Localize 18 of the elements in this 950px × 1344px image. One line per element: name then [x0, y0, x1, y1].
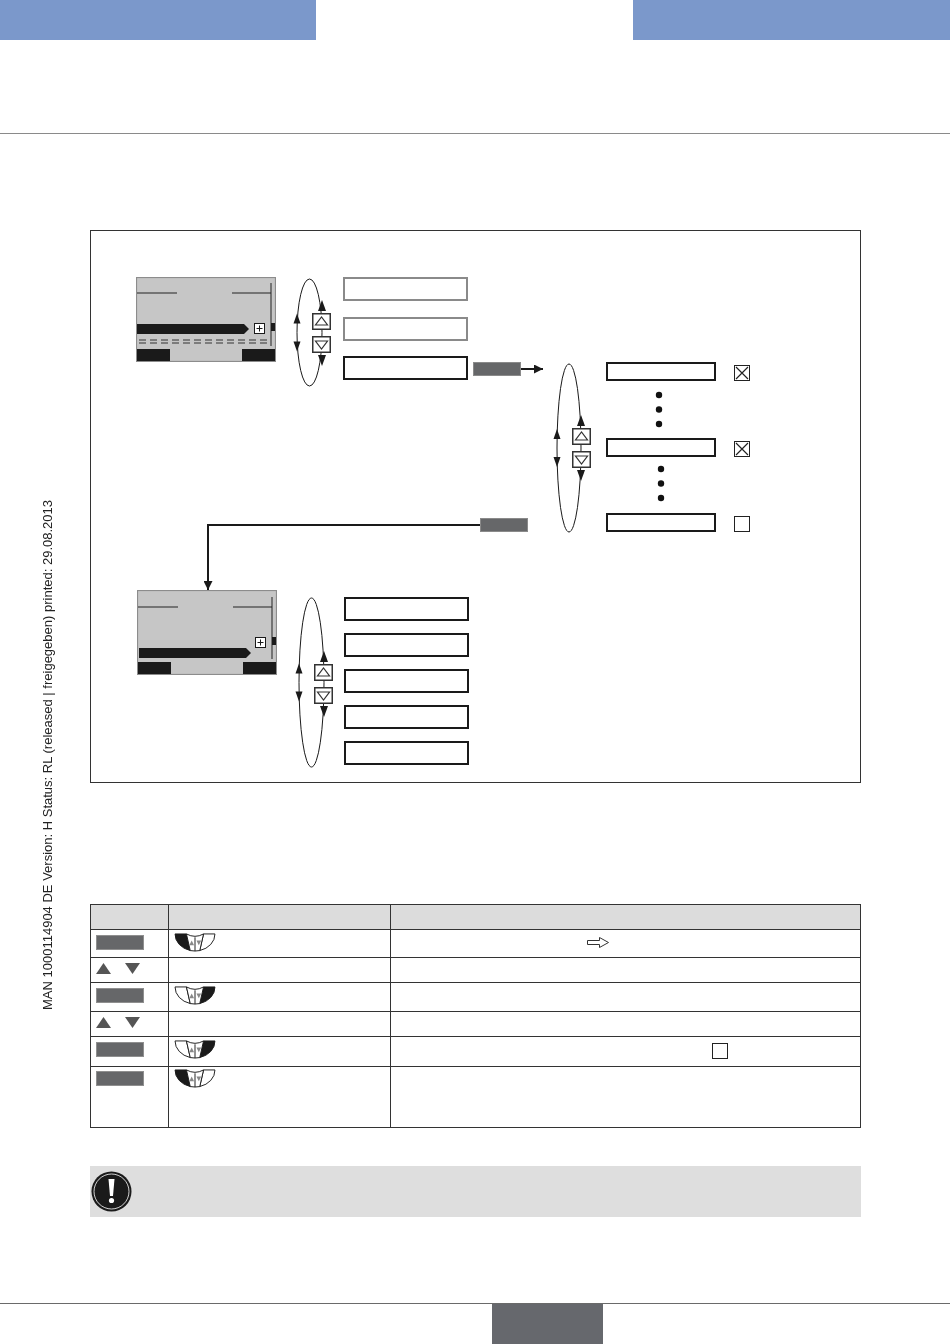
menu-entry-box [606, 438, 716, 457]
menu-entry-box [344, 741, 469, 765]
softkey-bar [473, 362, 521, 376]
lcd-display [137, 590, 277, 675]
menu-entry-box [606, 513, 716, 532]
menu-entry-box [344, 669, 469, 693]
menu-entry-box [606, 362, 716, 381]
menu-entry-box [343, 277, 468, 301]
menu-entry-box [344, 597, 469, 621]
menu-entry-box [343, 356, 468, 380]
document-info: MAN 1000114904 DE Version: H Status: RL (released | freigegeben) printed: 29.08.2013 [40, 500, 55, 1010]
lcd-display [136, 277, 276, 362]
softkey-bar [480, 518, 528, 532]
arrow [203, 524, 481, 591]
menu-entry-box [344, 705, 469, 729]
menu-entry-box [343, 317, 468, 341]
arrow [520, 364, 544, 374]
menu-entry-box [344, 633, 469, 657]
